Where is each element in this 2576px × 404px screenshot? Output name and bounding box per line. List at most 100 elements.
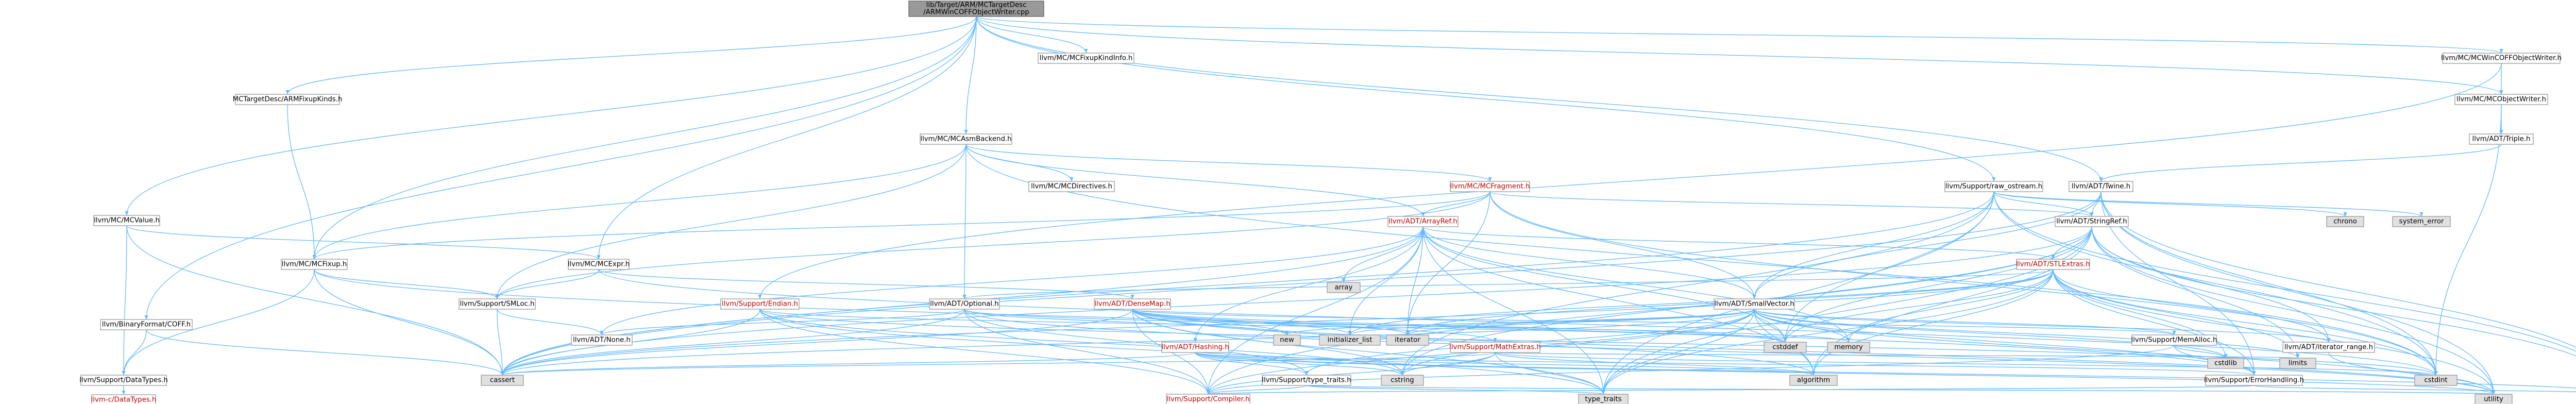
dependency-edge bbox=[597, 16, 977, 260]
node-mcvalue[interactable]: llvm/MC/MCValue.h bbox=[93, 215, 160, 226]
dependency-edge bbox=[2100, 191, 2576, 348]
edge-triple-to-twine bbox=[2099, 144, 2502, 182]
dependency-edge bbox=[1993, 191, 2424, 217]
node-label: llvm/MC/MCFixupKindInfo.h bbox=[1040, 55, 1133, 62]
dependency-edge bbox=[501, 352, 1496, 376]
node-memalloc[interactable]: llvm/Support/MemAlloc.h bbox=[2131, 334, 2217, 346]
edge-arrayref-to-array bbox=[1342, 226, 1423, 283]
node-system-error: system_error bbox=[2392, 216, 2451, 227]
dependency-edge bbox=[1195, 352, 1309, 376]
dependency-edge bbox=[314, 269, 499, 299]
node-label: llvm/Support/Endian.h bbox=[722, 300, 798, 308]
edge-hashing-to-typetraits_llvm bbox=[1195, 352, 1309, 376]
node-iterator-range[interactable]: llvm/ADT/iterator_range.h bbox=[2282, 342, 2375, 353]
dependency-edge bbox=[1400, 309, 1755, 376]
edge-hashing-to-cstring bbox=[1195, 352, 1404, 376]
edge-mcfixup-to-smloc bbox=[314, 269, 499, 299]
node-asmbackend[interactable]: llvm/MC/MCAsmBackend.h bbox=[920, 133, 1012, 145]
node-mcexpr[interactable]: llvm/MC/MCExpr.h bbox=[568, 259, 630, 270]
edge-typetraits_llvm-to-compiler bbox=[1206, 385, 1307, 395]
dependency-edge bbox=[1132, 309, 1605, 395]
dependency-edge bbox=[962, 144, 967, 299]
node-box bbox=[1764, 342, 1807, 353]
node-label: llvm/MC/MCFragment.h bbox=[1450, 183, 1530, 191]
edge-densemap-to-utility bbox=[1132, 309, 2496, 395]
edge-mcvalue-to-datatypes bbox=[122, 225, 127, 376]
edge-smallvector-to-limits bbox=[1754, 309, 2300, 359]
node-box bbox=[281, 259, 348, 270]
node-label: cstddef bbox=[1772, 344, 1798, 351]
edge-smallvector-to-initializer_list bbox=[1348, 309, 1755, 335]
edge-asmbackend-to-optional bbox=[962, 144, 967, 299]
edge-stringref-to-stlextras bbox=[2051, 226, 2092, 260]
edge-asmbackend-to-mcfragment bbox=[965, 144, 1492, 182]
node-stlextras[interactable]: llvm/ADT/STLExtras.h bbox=[2016, 259, 2090, 270]
node-twine[interactable]: llvm/ADT/Twine.h bbox=[2069, 181, 2133, 192]
node-triple[interactable]: llvm/ADT/Triple.h bbox=[2469, 133, 2534, 145]
node-box bbox=[235, 94, 340, 105]
edge-root-to-twine bbox=[976, 16, 2103, 182]
node-mcdirectives[interactable]: llvm/MC/MCDirectives.h bbox=[1028, 181, 1115, 192]
node-box bbox=[1944, 181, 2043, 192]
node-box bbox=[459, 298, 536, 310]
node-label: llvm/Support/SMLoc.h bbox=[460, 300, 535, 308]
node-mathextras[interactable]: llvm/Support/MathExtras.h bbox=[1449, 342, 1541, 353]
node-box bbox=[1714, 298, 1795, 310]
dependency-edge bbox=[2090, 191, 2102, 217]
edge-arrayref-to-none bbox=[600, 226, 1423, 335]
node-rawostream[interactable]: llvm/Support/raw_ostream.h bbox=[1944, 181, 2043, 192]
node-optional[interactable]: llvm/ADT/Optional.h bbox=[929, 298, 1000, 310]
node-label: llvm/Support/raw_ostream.h bbox=[1945, 183, 2042, 191]
node-label: llvm/MC/MCObjectWriter.h bbox=[2456, 96, 2546, 104]
dependency-edge bbox=[1993, 191, 2094, 217]
node-stringref[interactable]: llvm/ADT/StringRef.h bbox=[2055, 216, 2129, 227]
edge-root-to-fixupkindinfo bbox=[976, 16, 1088, 54]
node-smallvector[interactable]: llvm/ADT/SmallVector.h bbox=[1714, 298, 1795, 310]
node-mcfragment[interactable]: llvm/MC/MCFragment.h bbox=[1450, 181, 1530, 192]
node-box bbox=[1450, 181, 1530, 192]
node-datatypes[interactable]: llvm/Support/DataTypes.h bbox=[79, 375, 168, 386]
node-fixupkindinfo[interactable]: llvm/MC/MCFixupKindInfo.h bbox=[1038, 53, 1134, 64]
node-array: array bbox=[1327, 282, 1361, 293]
node-mcobjwriter[interactable]: llvm/MC/MCObjectWriter.h bbox=[2454, 94, 2548, 105]
node-densemap[interactable]: llvm/ADT/DenseMap.h bbox=[1094, 298, 1171, 310]
node-label: llvm/ADT/ArrayRef.h bbox=[1388, 218, 1458, 226]
dependency-edge bbox=[125, 16, 977, 216]
node-compiler[interactable]: llvm/Support/Compiler.h bbox=[1166, 394, 1250, 404]
node-box bbox=[2069, 181, 2133, 192]
edge-mcfragment-to-iterator bbox=[1405, 191, 1490, 335]
edge-densemap-to-initializer_list bbox=[1132, 309, 1352, 335]
node-errorhandling[interactable]: llvm/Support/ErrorHandling.h bbox=[2204, 375, 2304, 386]
node-root[interactable]: lib/Target/ARM/MCTargetDesc/ARMWinCOFFOb… bbox=[908, 1, 1044, 17]
node-mcfixup[interactable]: llvm/MC/MCFixup.h bbox=[281, 259, 348, 270]
edge-stringref-to-iterator_range bbox=[2091, 226, 2331, 343]
dependency-edge bbox=[2053, 269, 2496, 395]
node-typetraits-llvm[interactable]: llvm/Support/type_traits.h bbox=[1262, 375, 1351, 386]
dependency-edge bbox=[1754, 309, 2176, 335]
edge-smallvector-to-memalloc bbox=[1754, 309, 2176, 335]
node-box bbox=[908, 1, 1044, 17]
edge-twine-to-stringref bbox=[2090, 191, 2102, 217]
edge-rawostream-to-cstring bbox=[1400, 191, 1994, 376]
node-hashing[interactable]: llvm/ADT/Hashing.h bbox=[1161, 342, 1229, 353]
node-arrayref[interactable]: llvm/ADT/ArrayRef.h bbox=[1387, 216, 1459, 227]
dependency-edge bbox=[497, 309, 604, 335]
edge-smallvector-to-new bbox=[1285, 309, 1755, 335]
node-arm-fixupkinds[interactable]: MCTargetDesc/ARMFixupKinds.h bbox=[233, 94, 343, 105]
dependency-edge bbox=[1132, 309, 2176, 335]
node-binaryformat-coff[interactable]: llvm/BinaryFormat/COFF.h bbox=[100, 319, 193, 330]
node-endian[interactable]: llvm/Support/Endian.h bbox=[720, 298, 800, 310]
node-box bbox=[1273, 334, 1301, 346]
node-label: llvm/MC/MCDirectives.h bbox=[1031, 183, 1112, 191]
edge-mcexpr-to-smloc bbox=[495, 269, 599, 299]
node-wincoffwriter[interactable]: llvm/MC/MCWinCOFFObjectWriter.h bbox=[2441, 53, 2562, 64]
node-iterator: iterator bbox=[1386, 334, 1429, 346]
node-box bbox=[1381, 375, 1424, 386]
node-none[interactable]: llvm/ADT/None.h bbox=[571, 334, 633, 346]
edge-arrayref-to-type_traits bbox=[1422, 226, 1605, 395]
node-label: llvm/ADT/DenseMap.h bbox=[1094, 300, 1170, 308]
dependency-edge bbox=[126, 225, 504, 376]
node-c-datatypes[interactable]: llvm-c/DataTypes.h bbox=[91, 394, 157, 404]
dependency-edge bbox=[314, 269, 504, 376]
node-smloc[interactable]: llvm/Support/SMLoc.h bbox=[459, 298, 536, 310]
